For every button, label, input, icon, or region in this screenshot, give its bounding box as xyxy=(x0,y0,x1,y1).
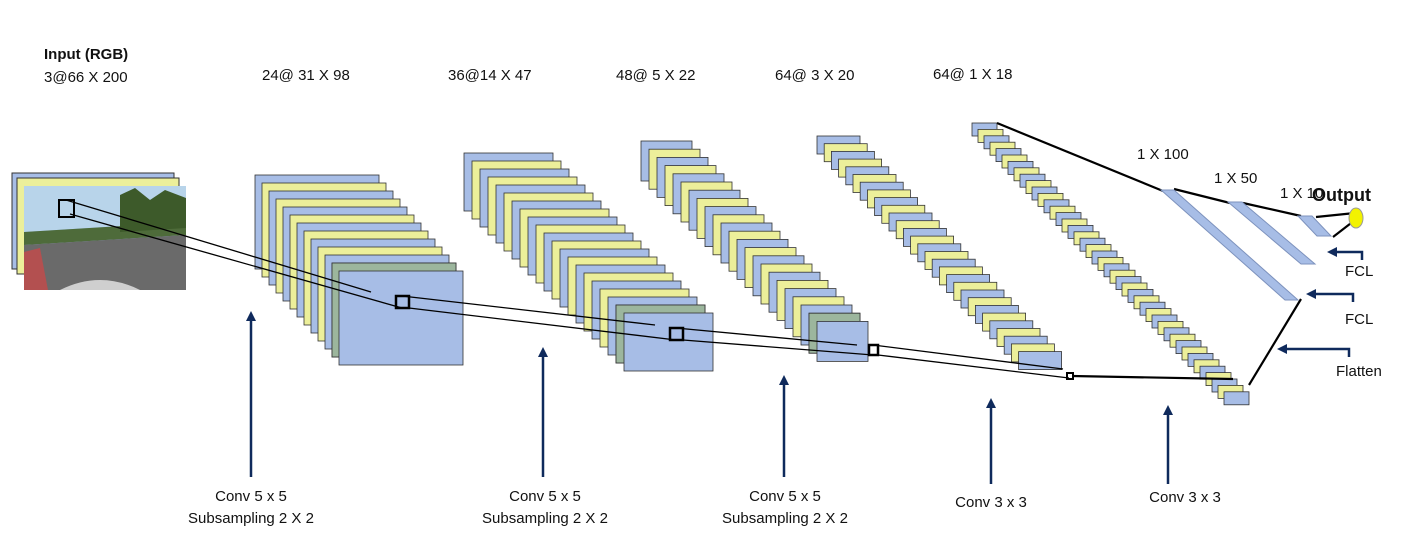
input-title: Input (RGB) xyxy=(44,46,129,63)
op-3-line2: Subsampling 2 X 2 xyxy=(722,510,848,527)
output-label: Output xyxy=(1312,185,1371,205)
output-node xyxy=(1348,207,1364,229)
flatten-label: Flatten xyxy=(1336,363,1382,380)
fc-layer-100 xyxy=(1159,189,1300,301)
op-label-2: Conv 5 x 5 Subsampling 2 X 2 xyxy=(482,486,608,530)
fc-layer-50 xyxy=(1226,201,1317,265)
feature-map xyxy=(338,270,464,366)
input-image-stack xyxy=(11,172,186,290)
layer-dims-2: 36@14 X 47 xyxy=(448,67,532,84)
operation-arrows xyxy=(246,311,1173,484)
feature-map-stacks xyxy=(254,122,1250,406)
fcl-label-1: FCL xyxy=(1345,263,1374,280)
layer-dims-3: 48@ 5 X 22 xyxy=(616,67,696,84)
stack-layer-4 xyxy=(816,135,1062,371)
op-label-5: Conv 3 x 3 xyxy=(1149,489,1221,506)
op-2-line1: Conv 5 x 5 xyxy=(509,488,581,505)
fc-dims-50: 1 X 50 xyxy=(1214,170,1258,187)
op-1-line1: Conv 5 x 5 xyxy=(215,488,287,505)
op-3-line1: Conv 5 x 5 xyxy=(749,488,821,505)
layer-dims-5: 64@ 1 X 18 xyxy=(933,66,1013,83)
fc-dims-10: 1 X 10 xyxy=(1280,185,1324,202)
stack-layer-5 xyxy=(971,122,1250,406)
input-dims: 3@66 X 200 xyxy=(44,69,128,86)
connection-lines xyxy=(65,199,1070,379)
stack-layer-1 xyxy=(254,174,464,366)
feature-map xyxy=(1018,351,1062,371)
stack-layer-3 xyxy=(640,140,869,362)
feature-map xyxy=(1223,391,1250,406)
fc-dims-100: 1 X 100 xyxy=(1137,146,1189,163)
op-label-3: Conv 5 x 5 Subsampling 2 X 2 xyxy=(722,486,848,530)
op-2-line2: Subsampling 2 X 2 xyxy=(482,510,608,527)
layer-dims-4: 64@ 3 X 20 xyxy=(775,67,855,84)
op-label-4: Conv 3 x 3 xyxy=(955,494,1027,511)
fc-arrows xyxy=(1277,247,1364,357)
fcl-label-2: FCL xyxy=(1345,311,1374,328)
feature-map xyxy=(623,312,714,372)
fc-layer-10 xyxy=(1296,215,1333,237)
layer-dims-1: 24@ 31 X 98 xyxy=(262,67,350,84)
road-image xyxy=(24,186,186,290)
stack-layer-2 xyxy=(463,152,714,372)
op-1-line2: Subsampling 2 X 2 xyxy=(188,510,314,527)
op-label-1: Conv 5 x 5 Subsampling 2 X 2 xyxy=(188,486,314,530)
